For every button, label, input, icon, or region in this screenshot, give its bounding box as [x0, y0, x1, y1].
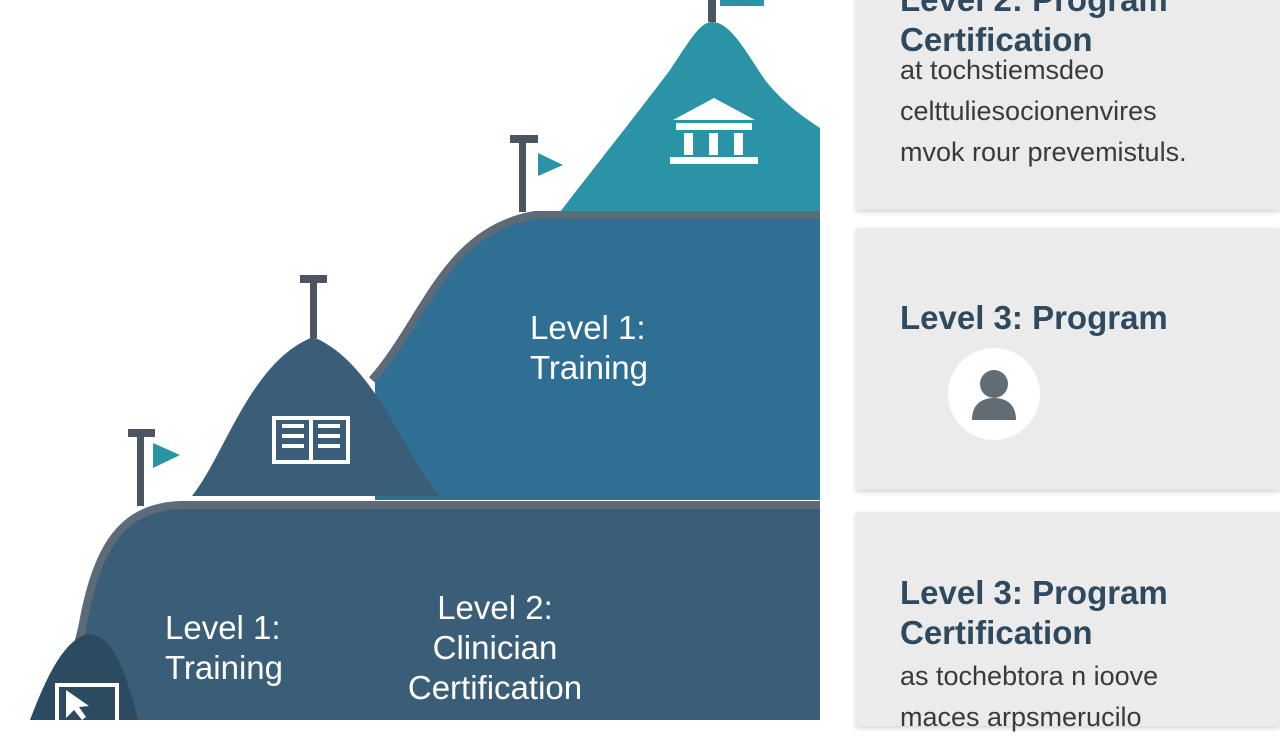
level-card-program: Level 3: Program: [856, 228, 1280, 490]
card-title: Level 3: Program: [900, 299, 1168, 336]
flag-icon: [708, 0, 764, 22]
level-card-program-certification: Level 2: Program Certification at tochst…: [856, 0, 1280, 210]
level-card-program-certification-2: Level 3: Program Certification as tocheb…: [856, 512, 1280, 732]
middle-outline: [369, 211, 820, 383]
institution-icon: [670, 98, 758, 164]
person-icon: [972, 370, 1016, 420]
pole-icon: [300, 275, 327, 338]
card-title: Level 2: Program Certification: [900, 0, 1168, 58]
mountain-label-lower-left: Level 1: Training: [165, 609, 283, 686]
card-title: Level 3: Program Certification: [900, 574, 1168, 651]
document-cursor-icon: [55, 683, 119, 720]
mountain-label-lower-mid: Level 2: Clinician Certification: [407, 589, 583, 706]
base-plateau: [75, 505, 820, 720]
flag-icon: [510, 135, 563, 212]
flag-icon: [128, 429, 180, 506]
mountain-diagram: [30, 0, 820, 720]
base-outline: [71, 501, 820, 681]
card-description: as tochebtora n ioove maces arpsmerucilo: [900, 661, 1159, 732]
avatar: [948, 348, 1040, 440]
card-description: at tochstiemsdeo celttuliesocionenvires …: [900, 55, 1187, 167]
level-cards-panel: Level 2: Program Certification at tochst…: [836, 0, 1280, 732]
mountain-label-upper: Level 1: Training: [530, 309, 648, 386]
book-icon: [272, 416, 350, 464]
middle-plateau: [375, 215, 820, 500]
